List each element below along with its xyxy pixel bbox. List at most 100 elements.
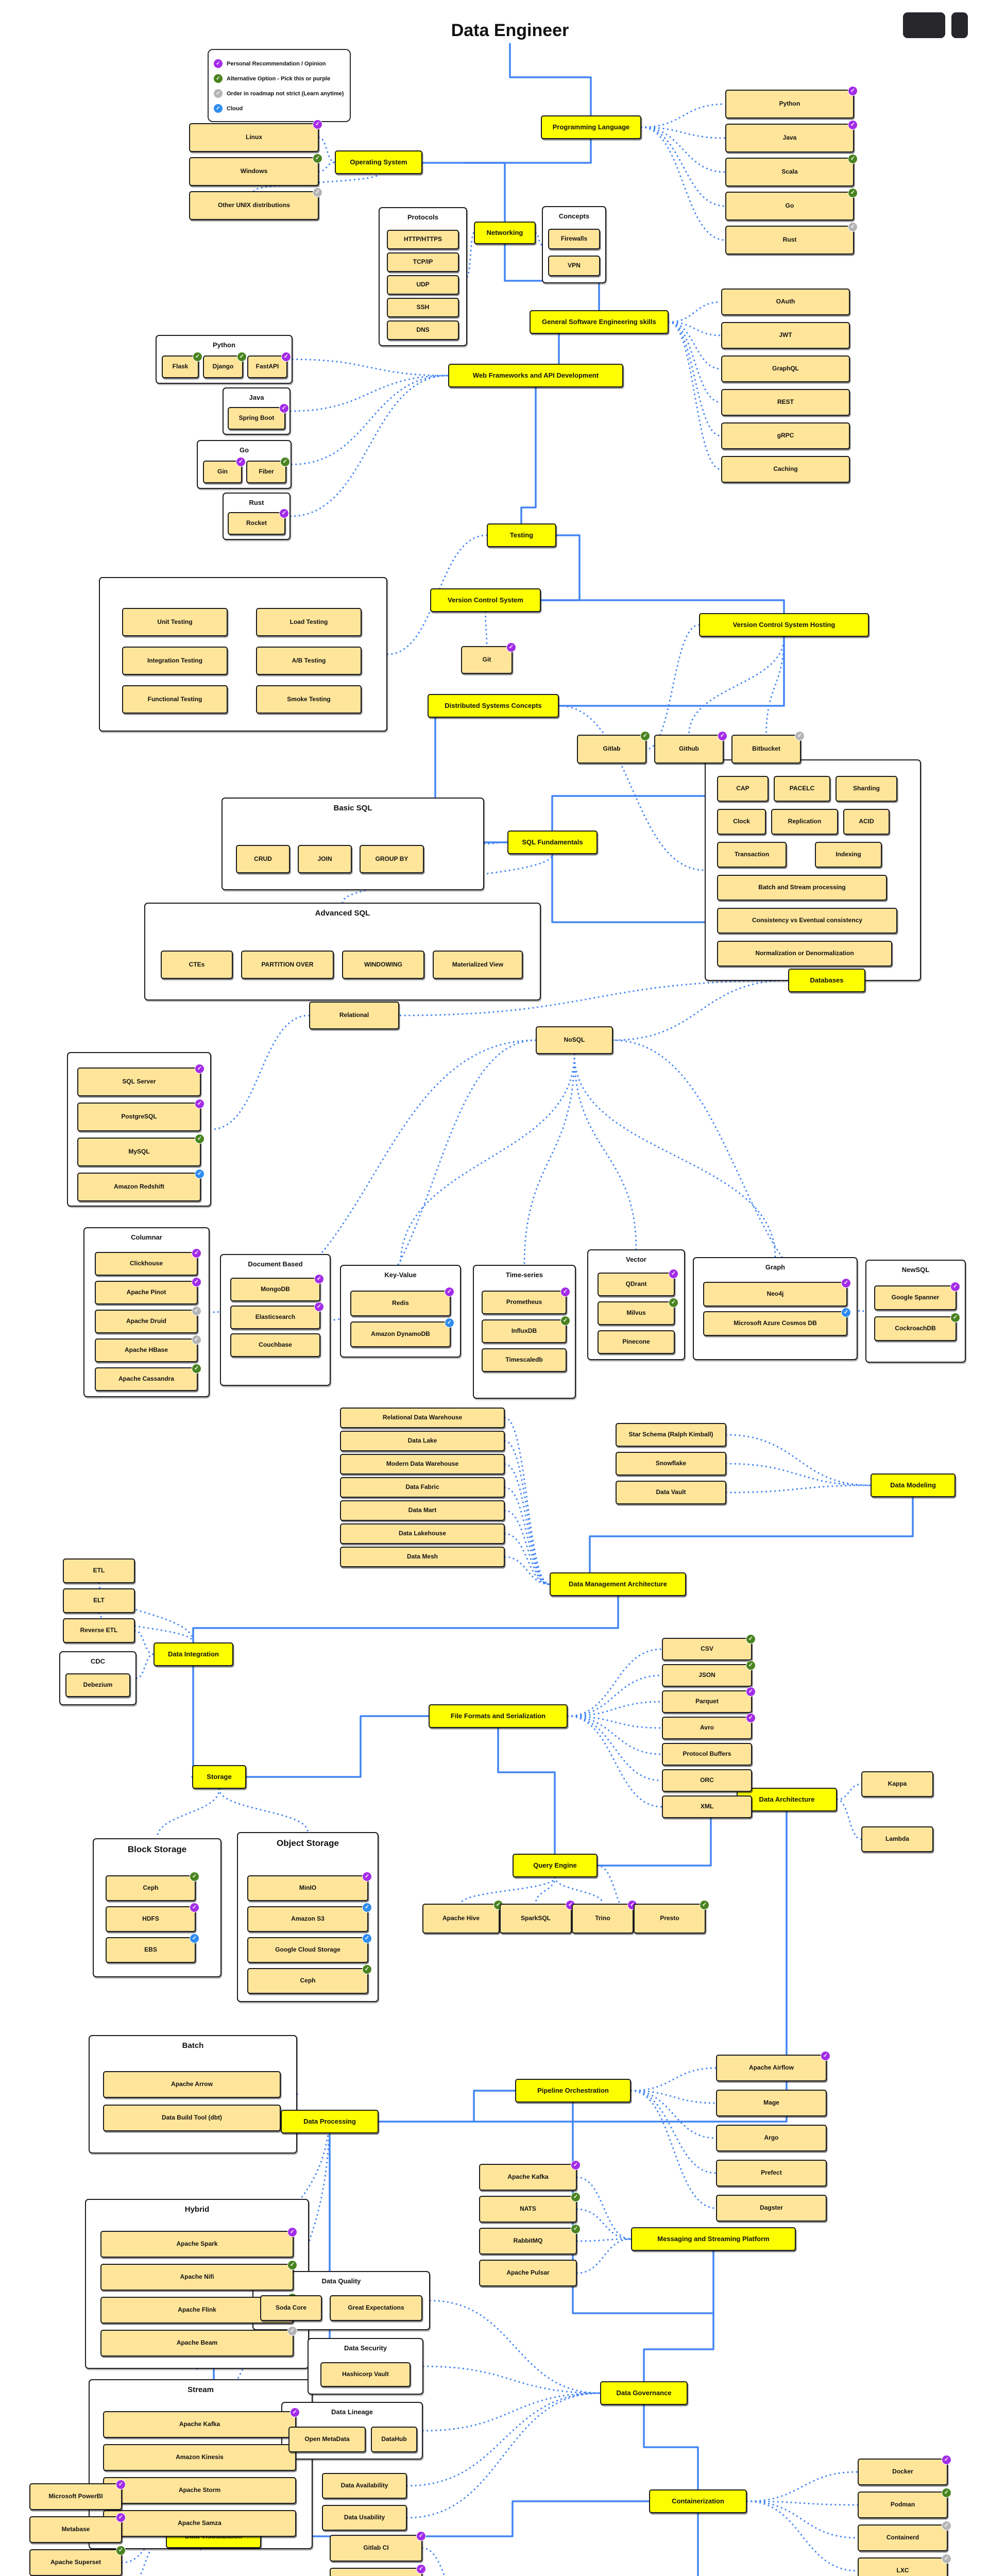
node-os[interactable]: Operating System: [335, 150, 422, 174]
node-podman[interactable]: Podman✓: [858, 2488, 951, 2518]
node-http[interactable]: HTTP/HTTPS: [387, 230, 459, 249]
node-dbt[interactable]: Data Build Tool (dbt): [103, 2105, 281, 2131]
node-json[interactable]: JSON✓: [662, 1660, 756, 1687]
node-indexing[interactable]: Indexing: [815, 842, 882, 868]
node-apachedruid[interactable]: Apache Druid✓: [95, 1306, 201, 1333]
node-argo[interactable]: Argo: [716, 2125, 827, 2151]
node-cosmosdb[interactable]: Microsoft Azure Cosmos DB✓: [703, 1308, 851, 1336]
node-csv[interactable]: CSV✓: [662, 1634, 756, 1660]
node-apachearrow[interactable]: Apache Arrow: [103, 2071, 281, 2098]
node-smoke[interactable]: Smoke Testing: [256, 685, 362, 714]
node-storm[interactable]: Apache Storm: [103, 2477, 296, 2504]
node-spanner[interactable]: Google Spanner✓: [874, 1282, 960, 1310]
node-rabbitmq[interactable]: RabbitMQ✓: [479, 2224, 581, 2255]
node-pinecone[interactable]: Pinecone: [598, 1330, 675, 1354]
node-milvus[interactable]: Milvus✓: [598, 1298, 678, 1325]
node-fiber[interactable]: Fiber✓: [246, 457, 290, 483]
node-clock[interactable]: Clock: [717, 809, 766, 835]
node-datafabric[interactable]: Data Fabric: [340, 1477, 505, 1498]
node-xml[interactable]: XML: [662, 1795, 752, 1818]
node-apachehbase[interactable]: Apache HBase✓: [95, 1335, 201, 1362]
node-datagov[interactable]: Data Governance: [600, 2381, 688, 2405]
node-relational[interactable]: Relational: [309, 1002, 399, 1029]
node-docker[interactable]: Docker✓: [858, 2455, 951, 2485]
node-jwt[interactable]: JWT: [721, 322, 850, 349]
node-sqlfund[interactable]: SQL Fundamentals: [507, 831, 598, 854]
node-clickhouse[interactable]: Clickhouse✓: [95, 1248, 201, 1276]
node-gin[interactable]: Gin✓: [203, 457, 246, 483]
node-datamesh[interactable]: Data Mesh: [340, 1547, 505, 1567]
node-orc[interactable]: ORC: [662, 1769, 752, 1792]
node-pacelc[interactable]: PACELC: [774, 776, 830, 802]
node-rust[interactable]: Rust✓: [725, 222, 858, 255]
node-networking[interactable]: Networking: [474, 222, 536, 244]
node-github[interactable]: Github✓: [654, 731, 727, 764]
node-cockroach[interactable]: CockroachDB✓: [874, 1313, 960, 1341]
node-elasticsearch[interactable]: Elasticsearch✓: [230, 1302, 324, 1329]
node-integration[interactable]: Integration Testing: [122, 647, 228, 675]
node-vault[interactable]: Hashicorp Vault: [320, 2362, 411, 2387]
node-pipelineorch[interactable]: Pipeline Orchestration: [515, 2079, 631, 2103]
node-containerd[interactable]: Containerd✓: [858, 2521, 951, 2551]
node-transaction[interactable]: Transaction: [717, 842, 787, 868]
node-nats[interactable]: NATS✓: [479, 2192, 581, 2223]
node-datalake[interactable]: Data Lake: [340, 1431, 505, 1451]
node-databases[interactable]: Databases: [788, 969, 865, 992]
node-prefect[interactable]: Prefect: [716, 2160, 827, 2187]
node-ceph[interactable]: Ceph✓: [106, 1872, 199, 1901]
node-join[interactable]: JOIN: [298, 845, 352, 873]
node-fastapi[interactable]: FastAPI✓: [247, 352, 291, 378]
node-protobuf[interactable]: Protocol Buffers: [662, 1743, 752, 1766]
node-crud[interactable]: CRUD: [236, 845, 290, 873]
node-kafka2[interactable]: Apache Kafka✓: [479, 2160, 581, 2191]
node-proglang[interactable]: Programming Language: [541, 115, 641, 139]
node-caching[interactable]: Caching: [721, 456, 850, 483]
node-ssh[interactable]: SSH: [387, 298, 459, 317]
node-sodacore[interactable]: Soda Core: [260, 2295, 322, 2321]
node-batchstream[interactable]: Batch and Stream processing: [717, 875, 887, 901]
node-elt[interactable]: ELT: [63, 1588, 135, 1613]
node-neo4j[interactable]: Neo4j✓: [703, 1278, 851, 1307]
node-dynamodb[interactable]: Amazon DynamoDB✓: [350, 1318, 454, 1347]
node-influxdb[interactable]: InfluxDB✓: [482, 1316, 570, 1343]
node-vcsh[interactable]: Version Control System Hosting: [699, 613, 869, 637]
node-matview[interactable]: Materialized View: [433, 951, 523, 979]
node-consistency[interactable]: Consistency vs Eventual consistency: [717, 908, 897, 934]
node-storage[interactable]: Storage: [192, 1765, 246, 1789]
node-datausability[interactable]: Data Usability: [322, 2505, 407, 2531]
node-rdw[interactable]: Relational Data Warehouse: [340, 1408, 505, 1428]
node-firewalls[interactable]: Firewalls: [548, 229, 600, 249]
node-apachepinot[interactable]: Apache Pinot✓: [95, 1277, 201, 1304]
node-dmarch[interactable]: Data Management Architecture: [550, 1572, 686, 1596]
node-rest[interactable]: REST: [721, 389, 850, 416]
node-ctes[interactable]: CTEs: [161, 951, 233, 979]
node-dataprocessing[interactable]: Data Processing: [281, 2110, 379, 2133]
node-beam[interactable]: Apache Beam✓: [100, 2326, 297, 2357]
node-couchbase[interactable]: Couchbase: [230, 1333, 320, 1357]
node-datamodeling[interactable]: Data Modeling: [871, 1473, 956, 1497]
node-apachecassandra[interactable]: Apache Cassandra✓: [95, 1364, 201, 1391]
node-git[interactable]: Git✓: [461, 642, 516, 674]
node-nosql[interactable]: NoSQL: [536, 1026, 613, 1054]
node-mdw[interactable]: Modern Data Warehouse: [340, 1454, 505, 1475]
node-starschema[interactable]: Star Schema (Ralph Kimball): [616, 1423, 726, 1447]
node-samza[interactable]: Apache Samza: [103, 2510, 296, 2537]
node-datalakehouse[interactable]: Data Lakehouse: [340, 1523, 505, 1544]
node-sharding[interactable]: Sharding: [835, 776, 897, 802]
node-metabase[interactable]: Metabase✓: [29, 2513, 126, 2543]
node-redshift[interactable]: Amazon Redshift✓: [77, 1169, 204, 1201]
node-apachehive[interactable]: Apache Hive✓: [422, 1900, 503, 1934]
node-partition[interactable]: PARTITION OVER: [241, 951, 334, 979]
node-postgresql[interactable]: PostgreSQL✓: [77, 1099, 204, 1131]
node-otherunix[interactable]: Other UNIX distributions✓: [189, 188, 322, 220]
node-datavault[interactable]: Data Vault: [616, 1481, 726, 1504]
node-mage[interactable]: Mage: [716, 2090, 827, 2116]
node-sqlserver[interactable]: SQL Server✓: [77, 1064, 204, 1096]
node-pbi[interactable]: Microsoft PowerBI✓: [29, 2480, 126, 2510]
node-windowing[interactable]: WINDOWING: [342, 951, 424, 979]
node-cap[interactable]: CAP: [717, 776, 769, 802]
node-load[interactable]: Load Testing: [256, 608, 362, 636]
node-greatexp[interactable]: Great Expectations: [330, 2295, 422, 2321]
node-dataintegration[interactable]: Data Integration: [154, 1642, 233, 1666]
node-kinesis[interactable]: Amazon Kinesis: [103, 2444, 296, 2471]
